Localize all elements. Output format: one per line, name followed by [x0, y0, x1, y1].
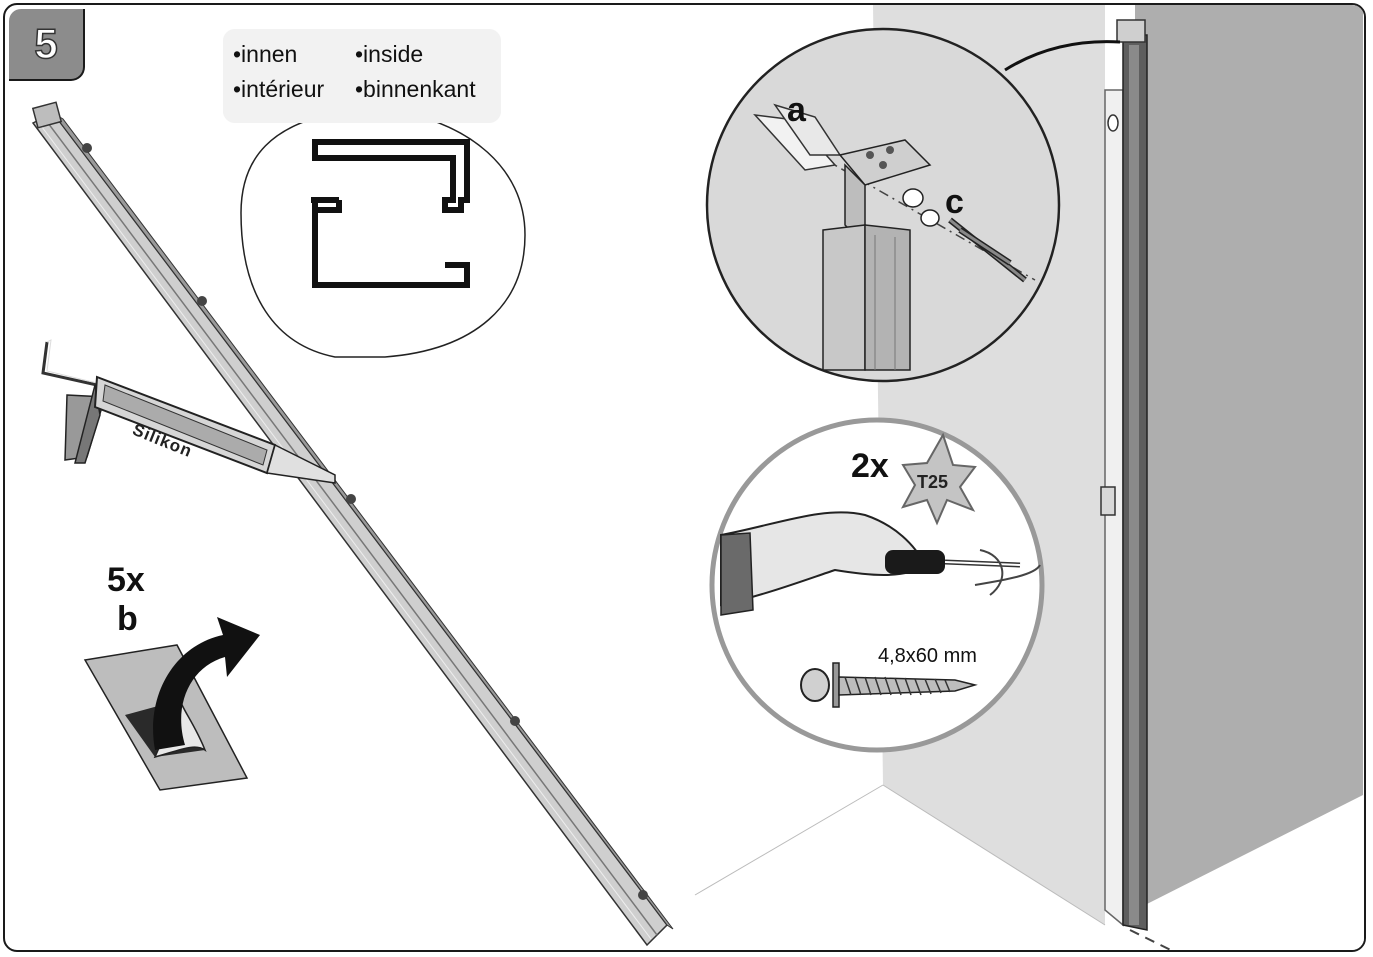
- orientation-legend: •innen •inside •intérieur •binnenkant: [223, 29, 501, 123]
- tape-count-label: 5x: [107, 561, 145, 599]
- part-a-label: a: [787, 91, 806, 129]
- step-number-badge: 5: [9, 9, 85, 81]
- screw-size-label: 4,8x60 mm: [878, 645, 977, 667]
- legend-interieur: •intérieur: [233, 76, 325, 102]
- screw-count-label: 2x: [851, 447, 889, 485]
- step-number: 5: [34, 19, 59, 68]
- silicone-gun: [41, 339, 336, 484]
- torx-bit-label: T25: [917, 472, 949, 492]
- mounted-profile: [1100, 19, 1173, 950]
- detail-circle-screwing: [709, 417, 1045, 753]
- tape-sheet: [83, 617, 260, 791]
- detail-circle-mounting: [705, 27, 1121, 383]
- illustration: [31, 5, 1364, 950]
- profile-rail: [31, 101, 674, 947]
- legend-binnenkant: •binnenkant: [355, 76, 476, 102]
- legend-inside: •inside: [355, 41, 424, 67]
- tape-letter-label: b: [117, 600, 138, 638]
- step-frame: 5 •innen •inside •intérieur •binnenkant …: [3, 3, 1366, 952]
- legend-innen: •innen: [233, 41, 298, 67]
- part-c-label: c: [945, 183, 964, 221]
